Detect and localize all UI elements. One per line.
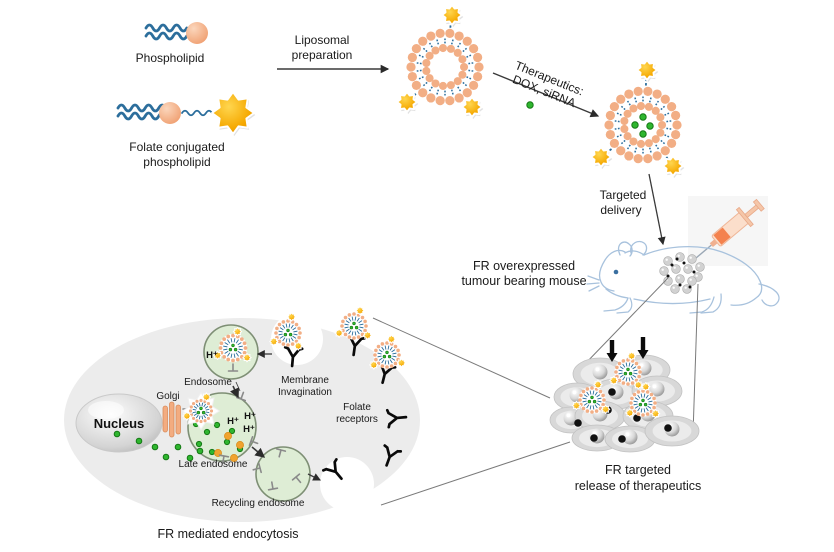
endocytosis-caption: FR mediated endocytosis <box>157 527 298 541</box>
tumour-cell-cluster <box>549 337 700 453</box>
therapeutics-step: Therapeutics: DOX, siRNA <box>492 58 600 118</box>
exocytosis-notch <box>320 457 374 511</box>
mouse-eye <box>613 269 619 275</box>
folate-receptors-label-1: Folate <box>343 402 371 413</box>
drug-dot <box>526 101 534 109</box>
endosome-label: Endosome <box>184 377 232 388</box>
receptor-t-icon <box>267 481 279 491</box>
liposome-graphic <box>396 4 484 119</box>
liposome-small-graphic <box>609 351 643 390</box>
magnification-lines <box>372 277 699 506</box>
liposome-empty <box>396 4 484 119</box>
receptor-t-icon <box>291 473 302 484</box>
targeted-delivery-label-2: delivery <box>600 203 641 217</box>
late-to-recycling-arrow <box>251 446 266 458</box>
folate-phospholipid-label-1: Folate conjugated <box>129 140 224 154</box>
folate-receptor-icon <box>377 361 397 385</box>
folate-receptor-icon <box>346 334 366 357</box>
liposome-small-graphic <box>181 391 221 431</box>
targeted-delivery-arrow <box>648 173 666 246</box>
folate-receptor-icon <box>283 345 304 368</box>
targeted-delivery-step: Targeted delivery <box>600 173 666 246</box>
h-plus-late-3: H⁺ <box>243 424 255 435</box>
release-arrow-2 <box>637 337 649 359</box>
golgi-label: Golgi <box>156 391 179 402</box>
liposome-small-graphic <box>334 305 373 340</box>
nucleus-label: Nucleus <box>94 416 145 431</box>
receptor-t-icon <box>252 462 262 474</box>
folate-phospholipid-graphic <box>116 91 256 136</box>
h-plus-late-1: H⁺ <box>227 416 239 427</box>
targeted-delivery-label-1: Targeted <box>600 188 647 202</box>
folate-receptor-icon <box>385 408 408 429</box>
liposome-small-graphic <box>571 379 611 414</box>
membrane-invagination-label-2: Invagination <box>278 387 332 398</box>
receptor-t-icon <box>248 435 259 447</box>
endosome-to-late-arrow <box>230 385 239 399</box>
liposomal-preparation-label-2: preparation <box>292 48 353 62</box>
mouse-graphic <box>586 240 780 314</box>
mouse-caption-1: FR overexpressed <box>473 259 575 273</box>
syringe-icon <box>688 196 768 266</box>
release-arrow-1 <box>606 340 618 362</box>
folate-receptor-icon <box>383 444 403 467</box>
mouse-caption-2: tumour bearing mouse <box>461 274 586 288</box>
recycling-exit-arrow <box>307 473 322 481</box>
therapeutics-arrow <box>492 72 600 118</box>
folate-receptors-label-2: receptors <box>336 414 378 425</box>
tumour-caption-1: FR targeted <box>605 463 671 477</box>
liposome-graphic <box>590 59 685 178</box>
cell-diagram: Nucleus Golgi Endosome Late endosome Rec… <box>64 305 420 522</box>
liposome-small-graphic <box>212 326 252 363</box>
liposome-small-graphic <box>369 334 407 370</box>
liposome-small-graphic <box>269 312 303 351</box>
liposome-small-graphic <box>625 382 661 419</box>
nucleus-highlight <box>88 401 124 419</box>
receptor-t-icon <box>275 448 287 458</box>
late-endosome-label: Late endosome <box>179 459 248 470</box>
folate-phospholipid-label-2: phospholipid <box>143 155 210 169</box>
receptor-t-icon <box>227 363 239 372</box>
recycling-endosome <box>255 446 311 502</box>
h-plus-late-2: H⁺ <box>244 411 256 422</box>
phospholipid-graphic <box>144 22 208 44</box>
tumour-on-mouse <box>659 252 705 294</box>
endosome-pointer-tick <box>235 381 241 392</box>
tumour-caption-2: release of therapeutics <box>575 479 701 493</box>
liposomal-preparation-step: Liposomal preparation <box>277 33 390 74</box>
receptor-t-icon <box>218 454 230 464</box>
folate-receptor-icon <box>321 458 343 481</box>
tumour-cells <box>549 351 700 453</box>
liposome-loaded <box>590 59 685 178</box>
liposomal-preparation-label-1: Liposomal <box>295 33 350 47</box>
cell-organelles <box>113 305 408 491</box>
membrane-invagination-label-1: Membrane <box>281 375 329 386</box>
phospholipid-label: Phospholipid <box>136 51 205 65</box>
recycling-endosome-label: Recycling endosome <box>212 498 305 509</box>
h-plus-endosome: H⁺ <box>206 350 218 361</box>
